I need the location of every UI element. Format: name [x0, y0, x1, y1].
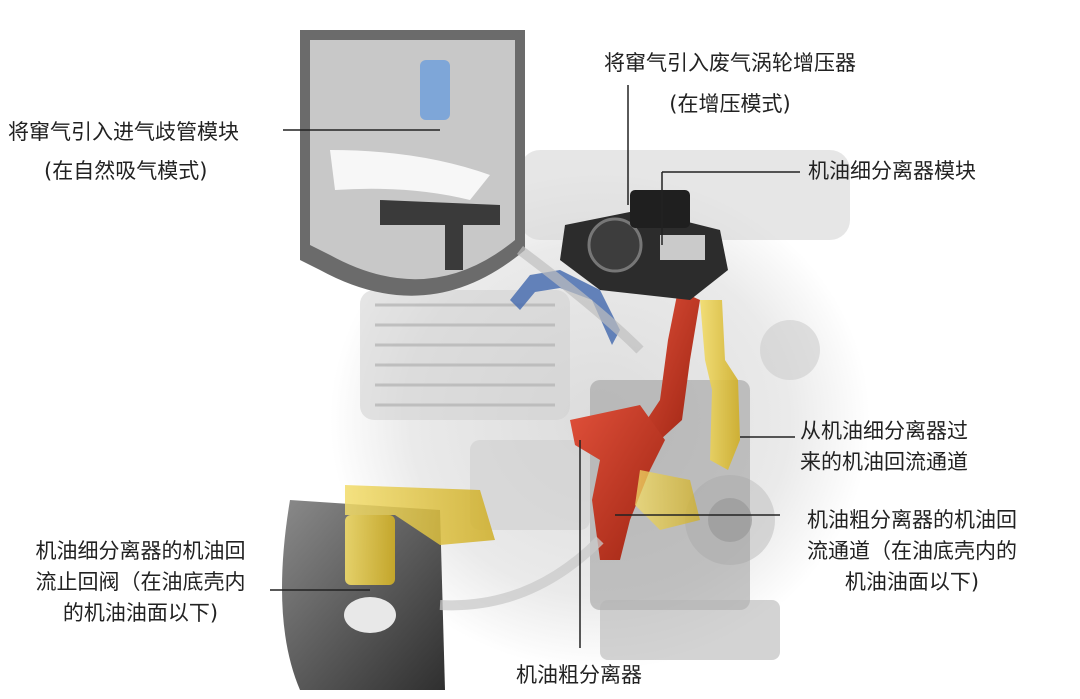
label-turbo-line2: (在增压模式) [669, 92, 791, 116]
label-fine-return-channel-line2: 来的机油回流通道 [800, 450, 968, 474]
blowby-duct [510, 270, 620, 345]
label-coarse-return-channel-line1: 机油粗分离器的机油回 [807, 508, 1017, 532]
label-coarse-return-channel-line2: 流通道（在油底壳内的 [807, 539, 1017, 563]
label-turbo-line1: 将窜气引入废气涡轮增压器 [604, 51, 856, 75]
leader-lines [270, 85, 800, 648]
label-fine-separator-module: 机油细分离器模块 [808, 156, 976, 187]
label-coarse-return-channel: 机油粗分离器的机油回 流通道（在油底壳内的 机油油面以下) [782, 505, 1042, 598]
coarse-separator-path [570, 290, 700, 560]
intake-manifold-inset [300, 30, 644, 354]
check-valve-inset [282, 485, 604, 690]
label-fine-check-valve-line3: 的机油油面以下) [62, 601, 219, 625]
label-fine-check-valve: 机油细分离器的机油回 流止回阀（在油底壳内 的机油油面以下) [8, 536, 273, 629]
label-coarse-separator-line1: 机油粗分离器 [516, 663, 642, 687]
label-fine-return-channel-line1: 从机油细分离器过 [800, 419, 968, 443]
label-turbo: 将窜气引入废气涡轮增压器 (在增压模式) [580, 48, 880, 120]
oil-fine-separator-module [560, 190, 728, 300]
label-intake-manifold-line2: (在自然吸气模式) [44, 159, 208, 183]
label-fine-check-valve-line2: 流止回阀（在油底壳内 [35, 570, 246, 594]
label-intake-manifold: 将窜气引入进气歧管模块 (在自然吸气模式) [8, 117, 239, 187]
label-coarse-return-channel-line3: 机油油面以下) [844, 570, 980, 594]
label-fine-separator-module-line1: 机油细分离器模块 [808, 159, 976, 183]
label-intake-manifold-line1: 将窜气引入进气歧管模块 [8, 120, 239, 144]
label-coarse-separator: 机油粗分离器 [516, 660, 642, 691]
label-fine-return-channel: 从机油细分离器过 来的机油回流通道 [800, 416, 968, 478]
label-fine-check-valve-line1: 机油细分离器的机油回 [35, 539, 246, 563]
